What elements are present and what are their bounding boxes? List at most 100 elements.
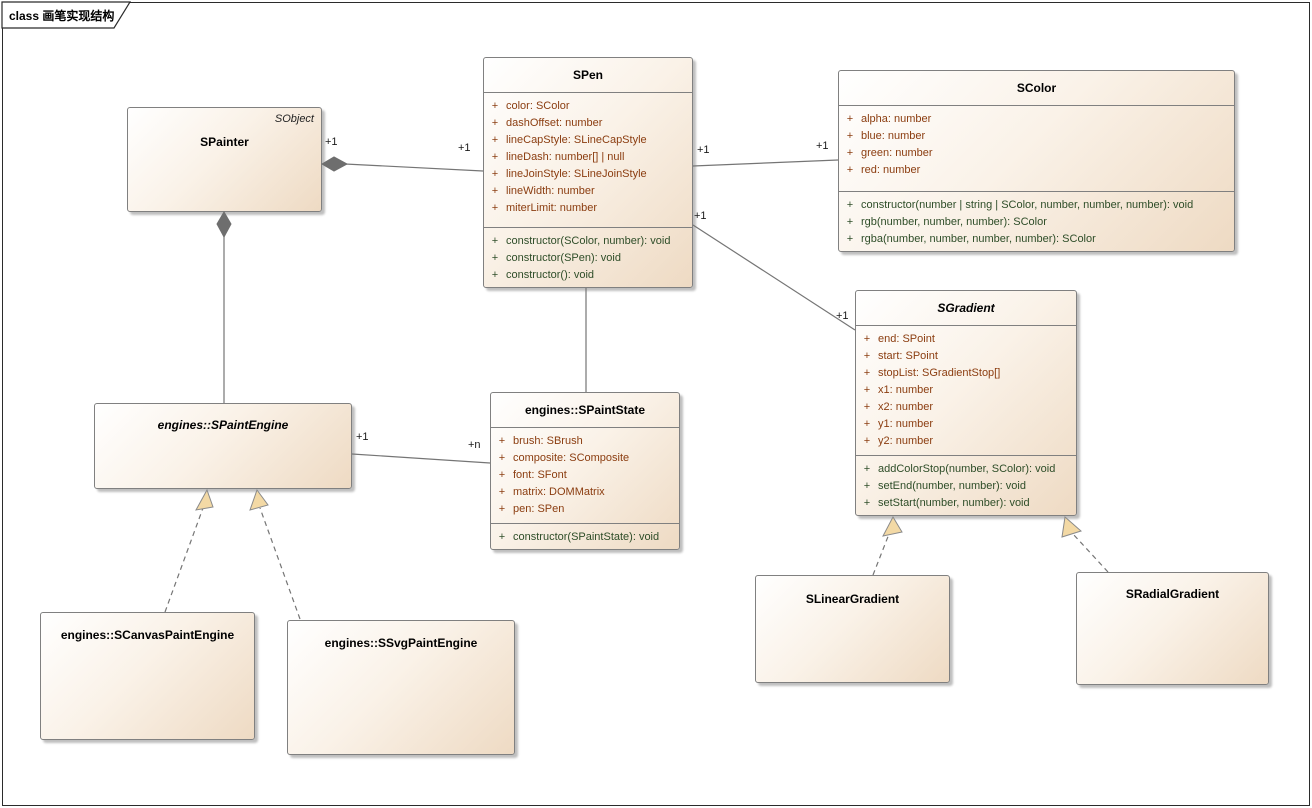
visibility-marker: + — [491, 134, 499, 146]
class-attribute: + font: SFont — [491, 467, 675, 484]
class-attribute: + pen: SPen — [491, 501, 675, 518]
class-spen[interactable]: SPen +color: SColor+dashOffset: number+l… — [483, 57, 693, 288]
realization-line-ssvg-spaintengine[interactable] — [259, 507, 301, 620]
attribute-text: miterLimit: number — [506, 202, 598, 214]
attribute-text: matrix: DOMMatrix — [513, 486, 605, 498]
attribute-text: pen: SPen — [513, 503, 565, 515]
realization-line-scanvas-spaintengine[interactable] — [164, 507, 204, 613]
class-attribute: +red: number — [839, 162, 1230, 179]
realization-line-slinear-sgradient[interactable] — [872, 533, 890, 576]
class-title: engines::SPaintEngine — [157, 418, 289, 432]
association-line-spaintengine-spaintstate[interactable] — [351, 453, 491, 464]
composition-line-spainter-spen[interactable] — [344, 163, 484, 172]
visibility-marker: + — [863, 367, 871, 379]
methods-section: +constructor(SPaintState): void — [491, 523, 679, 549]
visibility-marker: + — [491, 235, 499, 247]
visibility-marker: + — [863, 350, 871, 362]
visibility-marker: + — [498, 531, 506, 543]
class-attribute: + x2: number — [856, 399, 1072, 416]
attribute-text: lineWidth: number — [506, 185, 595, 197]
multiplicity-label: +n — [468, 439, 481, 451]
class-ssvgpaintengine[interactable]: engines::SSvgPaintEngine — [287, 620, 515, 755]
realization-line-sradial-sgradient[interactable] — [1072, 533, 1109, 573]
attribute-text: lineCapStyle: SLineCapStyle — [506, 134, 647, 146]
attributes-section: +brush: SBrush+composite: SComposite+fon… — [491, 427, 679, 523]
class-title: SLinearGradient — [805, 592, 900, 606]
association-line-spen-scolor[interactable] — [692, 159, 839, 167]
class-attribute: + lineCapStyle: SLineCapStyle — [484, 132, 688, 149]
class-sgradient[interactable]: SGradient +end: SPoint+start: SPoint+sto… — [855, 290, 1077, 516]
class-sradialgradient[interactable]: SRadialGradient — [1076, 572, 1269, 685]
visibility-marker: + — [498, 503, 506, 515]
class-attribute: +dashOffset: number — [484, 115, 688, 132]
multiplicity-label: +1 — [694, 210, 707, 222]
method-text: addColorStop(number, SColor): void — [878, 463, 1056, 475]
attribute-text: alpha: number — [861, 113, 932, 125]
method-text: rgb(number, number, number): SColor — [861, 216, 1047, 228]
multiplicity-label: +1 — [325, 136, 338, 148]
association-line-spen-sgradient[interactable] — [692, 224, 856, 331]
visibility-marker: + — [498, 486, 506, 498]
visibility-marker: + — [491, 185, 499, 197]
attributes-section: + color: SColor +dashOffset: number + lineCa… — [484, 92, 692, 227]
multiplicity-label: +1 — [836, 310, 849, 322]
visibility-marker: + — [863, 384, 871, 396]
visibility-marker: + — [846, 216, 854, 228]
visibility-marker: + — [846, 199, 854, 211]
attribute-text: brush: SBrush — [513, 435, 583, 447]
class-attribute: +lineDash: number[] | null — [484, 149, 688, 166]
realization-triangle — [1061, 516, 1082, 538]
attribute-text: blue: number — [861, 130, 926, 142]
multiplicity-label: +1 — [356, 431, 369, 443]
class-spainter[interactable]: SObject SPainter — [127, 107, 322, 212]
method-text: constructor(SColor, number): void — [506, 235, 671, 247]
visibility-marker: + — [491, 252, 499, 264]
visibility-marker: + — [491, 202, 499, 214]
visibility-marker: + — [498, 469, 506, 481]
class-attribute: + lineWidth: number — [484, 183, 688, 200]
attribute-text: red: number — [861, 164, 921, 176]
method-text: constructor(): void — [506, 269, 595, 281]
method-text: setStart(number, number): void — [878, 497, 1030, 509]
visibility-marker: + — [491, 168, 499, 180]
class-attribute: +x1: number — [856, 382, 1072, 399]
class-method: +constructor(SPen): void — [484, 250, 688, 267]
class-attribute: +composite: SComposite — [491, 450, 675, 467]
visibility-marker: + — [846, 233, 854, 245]
attribute-text: stopList: SGradientStop[] — [878, 367, 1001, 379]
class-slineargradient[interactable]: SLinearGradient — [755, 575, 950, 683]
methods-section: +constructor(SColor, number): void+const… — [484, 227, 692, 287]
realization-triangle — [249, 488, 269, 511]
class-method: +setStart(number, number): void — [856, 495, 1072, 512]
realization-triangle — [882, 515, 903, 537]
composition-diamond — [216, 211, 232, 239]
class-scolor[interactable]: SColor +alpha: number+blue: number+green… — [838, 70, 1235, 252]
methods-section: + constructor(number | string | SColor, n… — [839, 191, 1234, 251]
class-title: SGradient — [937, 301, 995, 315]
class-attribute: +brush: SBrush — [491, 433, 675, 450]
attribute-text: color: SColor — [506, 100, 570, 112]
class-spaintengine[interactable]: engines::SPaintEngine — [94, 403, 352, 489]
class-attribute: +green: number — [839, 145, 1230, 162]
class-attribute: + miterLimit: number — [484, 200, 688, 217]
visibility-marker: + — [863, 480, 871, 492]
visibility-marker: + — [863, 435, 871, 447]
class-method: +rgba(number, number, number, number): S… — [839, 231, 1230, 248]
visibility-marker: + — [863, 401, 871, 413]
attribute-text: y1: number — [878, 418, 934, 430]
method-text: constructor(number | string | SColor, nu… — [861, 199, 1194, 211]
attribute-text: font: SFont — [513, 469, 567, 481]
attribute-text: x2: number — [878, 401, 934, 413]
visibility-marker: + — [498, 452, 506, 464]
attribute-text: lineJoinStyle: SLineJoinStyle — [506, 168, 647, 180]
methods-section: +addColorStop(number, SColor): void+setE… — [856, 455, 1076, 515]
class-method: + constructor(): void — [484, 267, 688, 284]
visibility-marker: + — [863, 333, 871, 345]
method-text: setEnd(number, number): void — [878, 480, 1026, 492]
visibility-marker: + — [491, 269, 499, 281]
class-title: SRadialGradient — [1125, 587, 1220, 601]
multiplicity-label: +1 — [458, 142, 471, 154]
class-scanvaspaintengine[interactable]: engines::SCanvasPaintEngine — [40, 612, 255, 740]
class-spaintstate[interactable]: engines::SPaintState +brush: SBrush+comp… — [490, 392, 680, 550]
class-attribute: +y2: number — [856, 433, 1072, 450]
